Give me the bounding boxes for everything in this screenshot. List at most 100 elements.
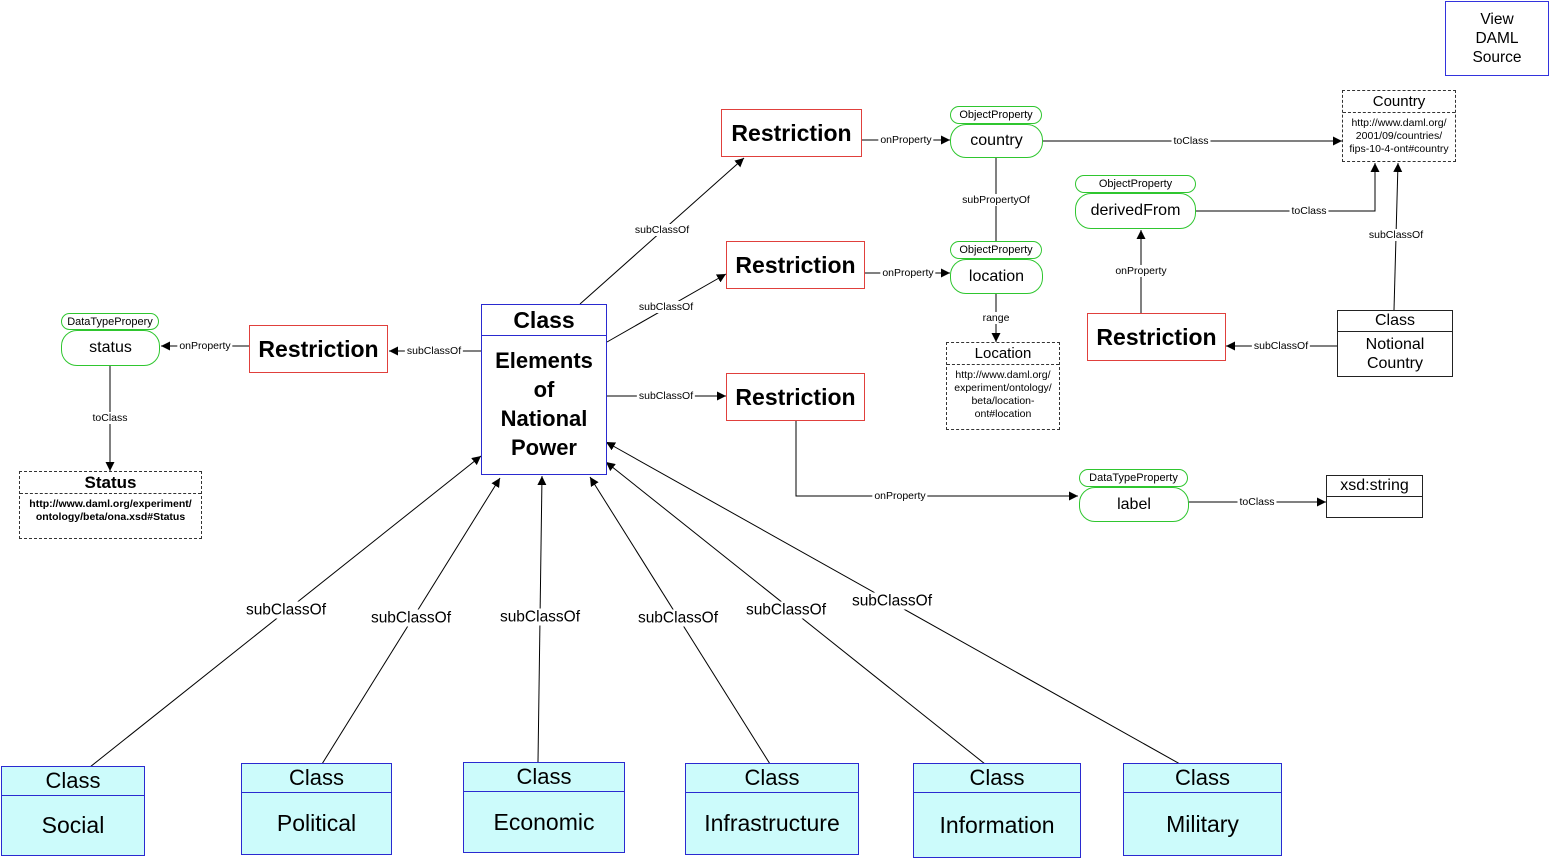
restriction-label-property: Restriction	[726, 373, 865, 421]
class-name: Military	[1166, 810, 1239, 837]
property-type: DataTypeProperty	[1089, 472, 1178, 484]
class-header: Class	[482, 305, 606, 336]
restriction-status: Restriction	[249, 325, 388, 373]
property-location: location	[950, 259, 1043, 294]
edge-label-toclass: toClass	[1289, 205, 1329, 217]
class-country: Country http://www.daml.org/ 2001/09/cou…	[1342, 90, 1456, 162]
edge-label-subclassof: subClassOf	[632, 224, 692, 236]
uri-line: ontology/beta/ona.xsd#Status	[35, 511, 186, 523]
class-name-line: of	[533, 377, 555, 402]
property-label: label	[1079, 487, 1189, 522]
class-economic: Class Economic	[463, 762, 625, 853]
view-button-line-1: View	[1480, 11, 1514, 28]
class-uri: http://www.daml.org/ experiment/ontology…	[952, 365, 1053, 425]
uri-line: beta/location-	[971, 395, 1035, 407]
view-daml-source-button[interactable]: View DAML Source	[1445, 1, 1549, 76]
property-name: location	[968, 267, 1025, 285]
uri-line: 2001/09/countries/	[1355, 130, 1443, 142]
restriction-location: Restriction	[726, 241, 865, 289]
edge-derivedfrom-toclass	[1196, 163, 1380, 212]
uri-line: http://www.daml.org/	[955, 369, 1051, 381]
edge-label-subclassof: subClassOf	[368, 609, 454, 627]
class-name: Social	[41, 812, 105, 838]
edge-label-onproperty: onProperty	[177, 340, 233, 352]
class-header: xsd:string	[1327, 476, 1422, 497]
edge-label-subclassof: subClassOf	[849, 592, 935, 610]
edge-label-subpropertyof: subPropertyOf	[960, 194, 1032, 206]
uri-line: http://www.daml.org/	[1351, 117, 1447, 129]
class-header: Class	[1124, 764, 1281, 793]
class-social: Class Social	[1, 766, 145, 856]
edge-label-subclassof: subClassOf	[1366, 229, 1426, 241]
view-button-line-2: DAML	[1475, 30, 1519, 47]
edge-label-onproperty: onProperty	[872, 490, 928, 502]
property-name: status	[89, 339, 132, 356]
property-type: ObjectProperty	[959, 109, 1033, 121]
property-type: DataTypePropery	[67, 315, 153, 328]
property-status: status	[61, 330, 160, 366]
class-name-line: Elements	[495, 348, 593, 373]
edge-label-toclass: toClass	[1237, 496, 1277, 508]
property-type-tag: ObjectProperty	[950, 241, 1042, 259]
property-name: label	[1117, 495, 1151, 513]
property-derived-from: derivedFrom	[1075, 193, 1196, 229]
class-name-line: Power	[510, 435, 577, 460]
class-name-line: Country	[1366, 355, 1423, 372]
edge-label-subclassof: subClassOf	[635, 609, 721, 627]
class-name: Information	[939, 811, 1055, 838]
property-type-tag: DataTypeProperty	[1079, 469, 1188, 487]
class-political: Class Political	[241, 763, 392, 855]
property-type-tag: DataTypePropery	[61, 313, 159, 330]
edge-label-subclassof: subClassOf	[636, 390, 696, 402]
class-name: Notional Country	[1366, 332, 1425, 373]
restriction-country: Restriction	[721, 109, 862, 157]
class-header: Class	[2, 767, 144, 796]
class-header: Class	[1338, 311, 1452, 332]
edge-label-range: range	[980, 312, 1012, 324]
edge-label-subclassof: subClassOf	[497, 608, 583, 626]
class-status: Status http://www.daml.org/experiment/ o…	[19, 471, 202, 539]
edge-restriction3-onproperty	[795, 421, 1078, 501]
class-name-line: Notional	[1365, 336, 1425, 353]
class-name: Infrastructure	[704, 810, 840, 836]
class-infrastructure: Class Infrastructure	[685, 763, 859, 855]
restriction-label: Restriction	[1096, 323, 1217, 350]
class-header: Country	[1343, 91, 1455, 113]
class-header: Class	[686, 764, 858, 793]
class-uri: http://www.daml.org/ 2001/09/countries/ …	[1347, 113, 1450, 160]
class-location: Location http://www.daml.org/ experiment…	[946, 342, 1060, 430]
class-name-line: National	[500, 406, 588, 431]
uri-line: experiment/ontology/	[954, 382, 1052, 394]
view-button-line-3: Source	[1472, 49, 1522, 66]
class-name: Economic	[493, 808, 595, 835]
edge-label-onproperty: onProperty	[878, 134, 934, 146]
class-name: Elements of National Power	[495, 336, 593, 462]
edge-label-toclass: toClass	[1171, 135, 1211, 147]
restriction-derived-from: Restriction	[1087, 313, 1226, 361]
class-header: Class	[914, 764, 1080, 793]
class-information: Class Information	[913, 763, 1081, 858]
class-header: Location	[947, 343, 1059, 365]
edge-label-subclassof: subClassOf	[404, 345, 464, 357]
class-military: Class Military	[1123, 763, 1282, 856]
uri-line: http://www.daml.org/experiment/	[29, 498, 192, 510]
property-type-tag: ObjectProperty	[1075, 175, 1196, 193]
property-type: ObjectProperty	[1098, 178, 1173, 190]
class-header: Class	[464, 763, 624, 792]
class-header: Class	[242, 764, 391, 793]
class-elements-of-national-power: Class Elements of National Power	[481, 304, 607, 475]
class-uri: http://www.daml.org/experiment/ ontology…	[27, 494, 193, 528]
restriction-label: Restriction	[731, 119, 852, 146]
edge-label-subclassof: subClassOf	[636, 301, 696, 313]
property-country: country	[950, 124, 1043, 158]
property-type-tag: ObjectProperty	[950, 106, 1042, 124]
uri-line: fips-10-4-ont#country	[1349, 143, 1449, 155]
restriction-label: Restriction	[735, 251, 856, 278]
restriction-label: Restriction	[258, 335, 379, 362]
property-type: ObjectProperty	[959, 244, 1033, 256]
class-header: Status	[20, 472, 201, 494]
edge-label-onproperty: onProperty	[1113, 265, 1169, 277]
edge-label-subclassof: subClassOf	[243, 601, 329, 619]
property-name: country	[970, 132, 1023, 149]
